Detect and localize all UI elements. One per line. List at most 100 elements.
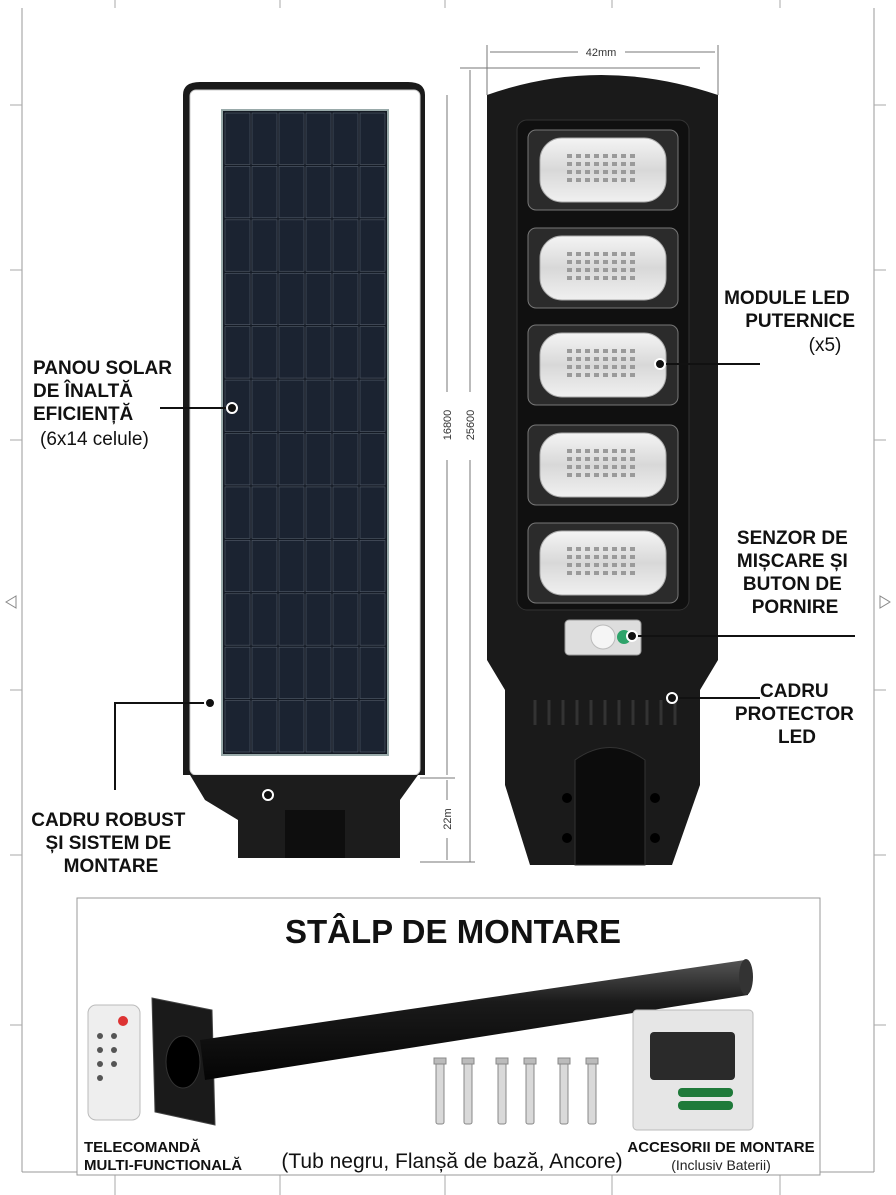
led-lamp-view: [487, 75, 718, 866]
solar-cell: [278, 219, 305, 272]
led-chip: [612, 365, 617, 369]
solar-cell: [359, 272, 386, 325]
led-chip: [594, 473, 599, 477]
led-chip: [612, 260, 617, 264]
led-chip: [585, 268, 590, 272]
led-chip: [603, 473, 608, 477]
led-chip: [576, 365, 581, 369]
led-chip: [576, 465, 581, 469]
led-modules-callout: MODULE LED PUTERNICE: [724, 288, 855, 332]
led-chip: [612, 555, 617, 559]
led-chip: [603, 563, 608, 567]
led-chip: [594, 349, 599, 353]
led-chip: [567, 154, 572, 158]
accessories-title: STÂLP DE MONTARE: [285, 913, 621, 950]
led-modules: [527, 129, 679, 604]
led-chip: [594, 357, 599, 361]
mount-frame-callout: CADRU ROBUST ȘI SISTEM DE MONTARE: [31, 810, 190, 877]
solar-cell: [278, 540, 305, 593]
anchor-nut: [523, 1057, 537, 1065]
led-chip: [621, 357, 626, 361]
anchor-bolt: [435, 1061, 445, 1125]
solar-cell: [278, 166, 305, 219]
led-chip: [603, 547, 608, 551]
led-chip: [567, 365, 572, 369]
kit-note: (Inclusiv Baterii): [671, 1157, 771, 1173]
led-chip: [621, 555, 626, 559]
led-chip: [621, 571, 626, 575]
led-chip: [576, 178, 581, 182]
solar-cell: [359, 646, 386, 699]
led-chip: [603, 465, 608, 469]
led-chip: [630, 555, 635, 559]
remote-label: TELECOMANDĂ MULTI-FUNCTIONALĂ: [84, 1139, 242, 1174]
solar-cell: [332, 272, 359, 325]
led-chip: [585, 349, 590, 353]
solar-cell: [332, 112, 359, 165]
led-chip: [567, 252, 572, 256]
led-chip: [594, 571, 599, 575]
solar-cell: [224, 646, 251, 699]
led-chip: [603, 555, 608, 559]
led-chip: [612, 563, 617, 567]
pole-contents-subtitle: (Tub negru, Flanșă de bază, Ancore): [281, 1150, 622, 1173]
led-chip: [585, 555, 590, 559]
panel-height-dimension: 16800: [442, 410, 454, 441]
kit-label: ACCESORII DE MONTARE: [627, 1139, 814, 1156]
solar-cell: [251, 486, 278, 539]
solar-cell: [359, 326, 386, 379]
solar-cell: [359, 112, 386, 165]
led-chip: [567, 260, 572, 264]
led-chip: [612, 268, 617, 272]
solar-cell: [305, 486, 332, 539]
led-chip: [594, 373, 599, 377]
led-chip: [612, 170, 617, 174]
solar-cell: [278, 486, 305, 539]
led-chip: [630, 349, 635, 353]
solar-cell: [332, 433, 359, 486]
remote-control: [87, 1004, 141, 1121]
led-chip: [567, 268, 572, 272]
sensor-callout: SENZOR DE MIȘCARE ȘI BUTON DE PORNIRE: [737, 528, 853, 618]
led-chip: [585, 365, 590, 369]
led-chip: [612, 349, 617, 353]
led-chip: [621, 365, 626, 369]
led-chip: [585, 473, 590, 477]
led-chip: [594, 276, 599, 280]
solar-cell: [305, 166, 332, 219]
anchor-nut: [557, 1057, 571, 1065]
led-chip: [576, 563, 581, 567]
led-chip: [630, 571, 635, 575]
right-center-marker: [879, 595, 891, 609]
led-chip: [585, 162, 590, 166]
solar-cell: [359, 433, 386, 486]
led-chip: [594, 170, 599, 174]
pole-adapter: [574, 747, 646, 866]
solar-panel-callout: PANOU SOLAR DE ÎNALTĂ EFICIENȚĂ: [33, 358, 177, 425]
led-chip: [585, 154, 590, 158]
led-chip: [594, 162, 599, 166]
led-chip: [585, 373, 590, 377]
led-chip: [576, 357, 581, 361]
led-chip: [567, 473, 572, 477]
solar-cell: [224, 112, 251, 165]
anchor-nut: [495, 1057, 509, 1065]
solar-cell: [332, 166, 359, 219]
led-chip: [576, 170, 581, 174]
led-chip: [576, 571, 581, 575]
solar-cell: [359, 593, 386, 646]
solar-cell: [251, 540, 278, 593]
led-chip: [630, 260, 635, 264]
led-chip: [585, 465, 590, 469]
led-chip: [621, 563, 626, 567]
led-chip: [621, 473, 626, 477]
solar-cell: [251, 593, 278, 646]
led-chip: [630, 154, 635, 158]
solar-cell: [332, 219, 359, 272]
led-chip: [630, 357, 635, 361]
led-chip: [594, 555, 599, 559]
solar-cell: [224, 433, 251, 486]
solar-cell: [305, 379, 332, 432]
solar-cell: [359, 219, 386, 272]
led-chip: [594, 547, 599, 551]
